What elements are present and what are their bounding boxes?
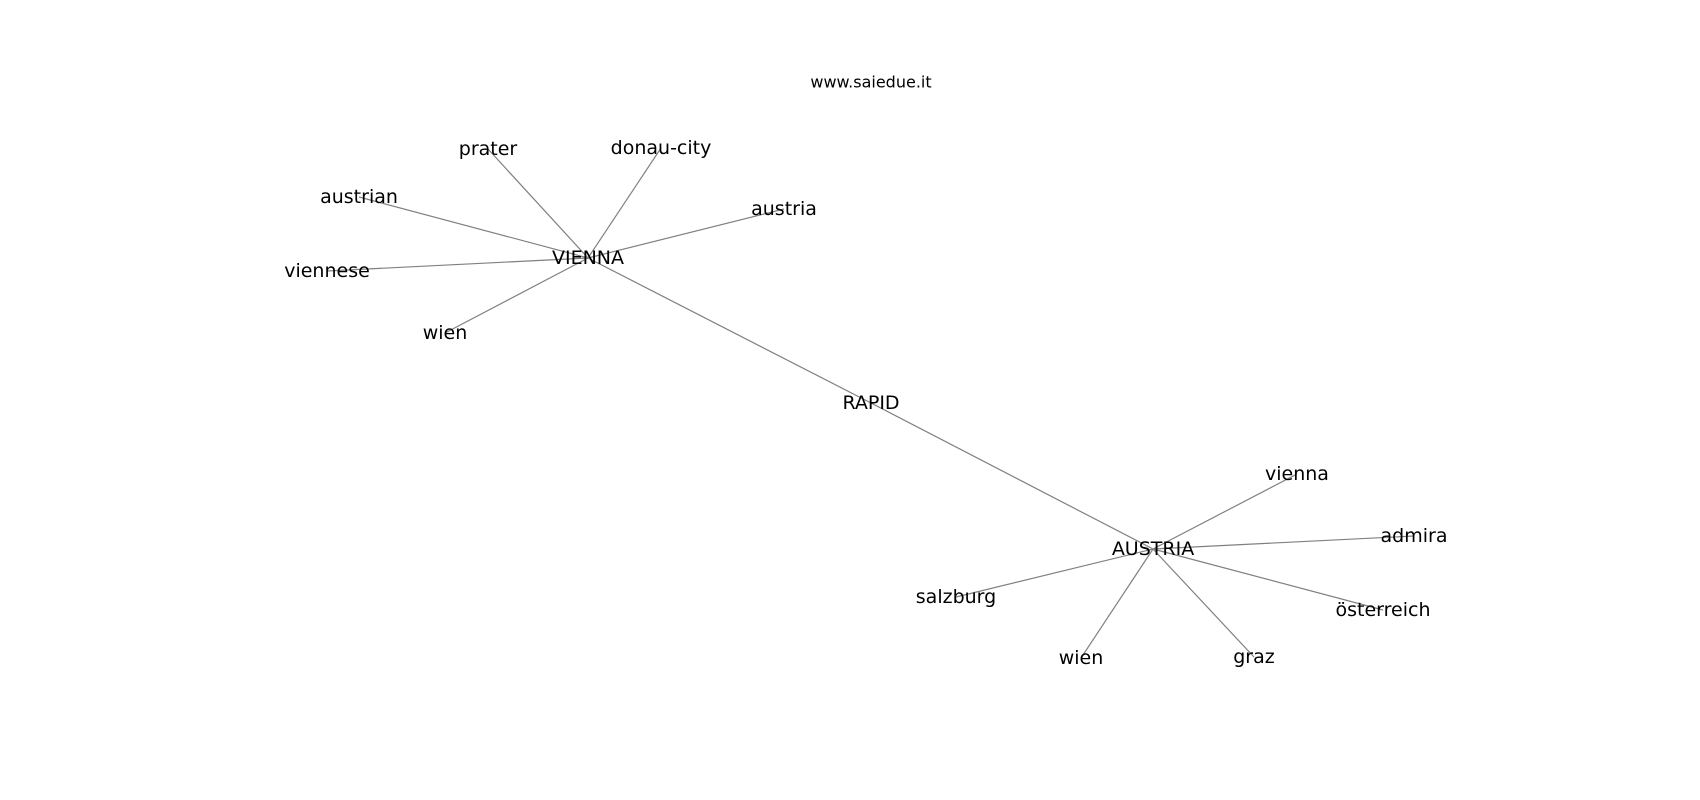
- edge-vienna-austrian: [358, 196, 589, 259]
- edge-vienna-wien-1: [444, 257, 589, 334]
- edge-austria-admira: [1152, 535, 1415, 550]
- node-vienna: vienna: [1265, 463, 1329, 485]
- node-prater: prater: [459, 138, 518, 160]
- node-rapid: RAPID: [842, 392, 899, 414]
- node-viennese: viennese: [284, 260, 370, 282]
- edge-austria-vienna: [1152, 473, 1298, 550]
- node-wien-2: wien: [1059, 647, 1104, 669]
- node-salzburg: salzburg: [916, 586, 996, 608]
- edge-vienna-rapid: [587, 257, 872, 404]
- watermark-text: www.saiedue.it: [810, 73, 931, 92]
- edge-vienna-austria: [587, 208, 785, 259]
- edge-austria-osterreich: [1152, 548, 1384, 611]
- node-vienna: VIENNA: [552, 247, 624, 269]
- node-donau-city: donau-city: [611, 137, 712, 159]
- node-austria: austria: [751, 198, 817, 220]
- edge-austria-salzburg: [955, 548, 1154, 598]
- edge-vienna-donau-city: [587, 147, 662, 259]
- node-graz: graz: [1233, 646, 1275, 668]
- edge-austria-graz: [1152, 548, 1255, 658]
- edge-layer: [326, 147, 1415, 659]
- node-wien-1: wien: [423, 322, 468, 344]
- node-admira: admira: [1381, 525, 1448, 547]
- edge-vienna-viennese: [326, 257, 589, 272]
- node-austrian: austrian: [320, 186, 398, 208]
- edge-rapid-austria: [870, 402, 1154, 550]
- edge-vienna-prater: [487, 148, 589, 259]
- node-osterreich: österreich: [1336, 599, 1431, 621]
- node-layer: VIENNA RAPID AUSTRIA prater donau-city austri…: [284, 137, 1447, 669]
- edge-austria-wien-2: [1080, 548, 1154, 659]
- node-austria: AUSTRIA: [1112, 538, 1194, 560]
